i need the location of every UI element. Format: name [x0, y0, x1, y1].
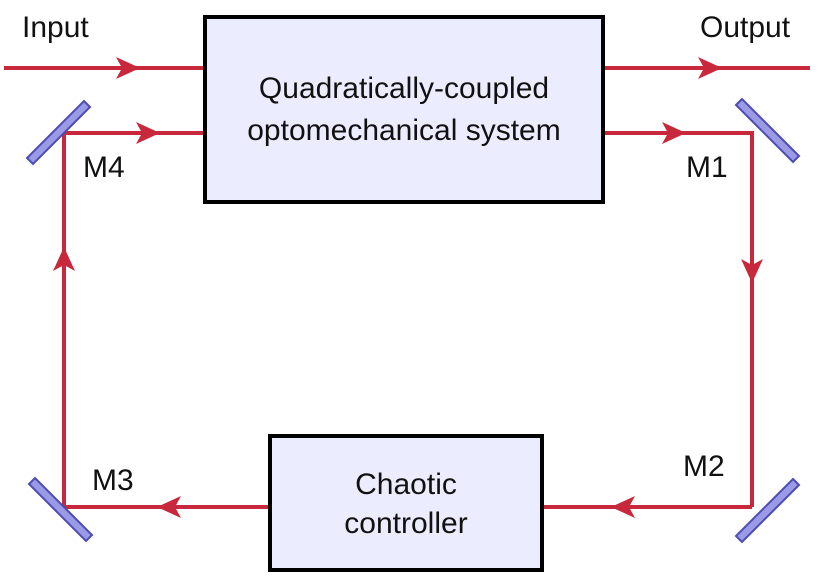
- mirror-m1-label: M1: [686, 151, 728, 184]
- controller-box-line1: Chaotic: [355, 468, 457, 501]
- beam-system-to-m1-m2: [603, 131, 754, 507]
- arrow-to-controller: [611, 496, 635, 518]
- mirror-m2: [734, 477, 801, 544]
- mirror-m4-label: M4: [83, 151, 125, 184]
- mirror-m1: [734, 97, 801, 164]
- arrow-down-right: [741, 259, 763, 283]
- arrow-output: [698, 57, 722, 79]
- arrow-to-system: [136, 122, 160, 144]
- optomechanical-system-box: [203, 15, 605, 204]
- controller-box-line2: controller: [344, 507, 467, 540]
- beam-arrows: [53, 57, 763, 518]
- mirror-m4: [25, 99, 92, 166]
- output-label: Output: [700, 11, 791, 44]
- system-box-line2: optomechanical system: [247, 114, 560, 147]
- mirrors: [25, 97, 801, 544]
- mirror-m3: [27, 476, 94, 543]
- mirror-m2-label: M2: [683, 450, 725, 483]
- arrow-to-m3: [157, 496, 181, 518]
- arrow-up-left: [53, 247, 75, 271]
- system-box-line1: Quadratically-coupled: [259, 72, 549, 105]
- input-label: Input: [22, 11, 89, 44]
- arrow-to-m1: [662, 122, 686, 144]
- arrow-input: [116, 57, 140, 79]
- chaotic-controller-box: [268, 434, 544, 572]
- mirror-m3-label: M3: [92, 464, 134, 497]
